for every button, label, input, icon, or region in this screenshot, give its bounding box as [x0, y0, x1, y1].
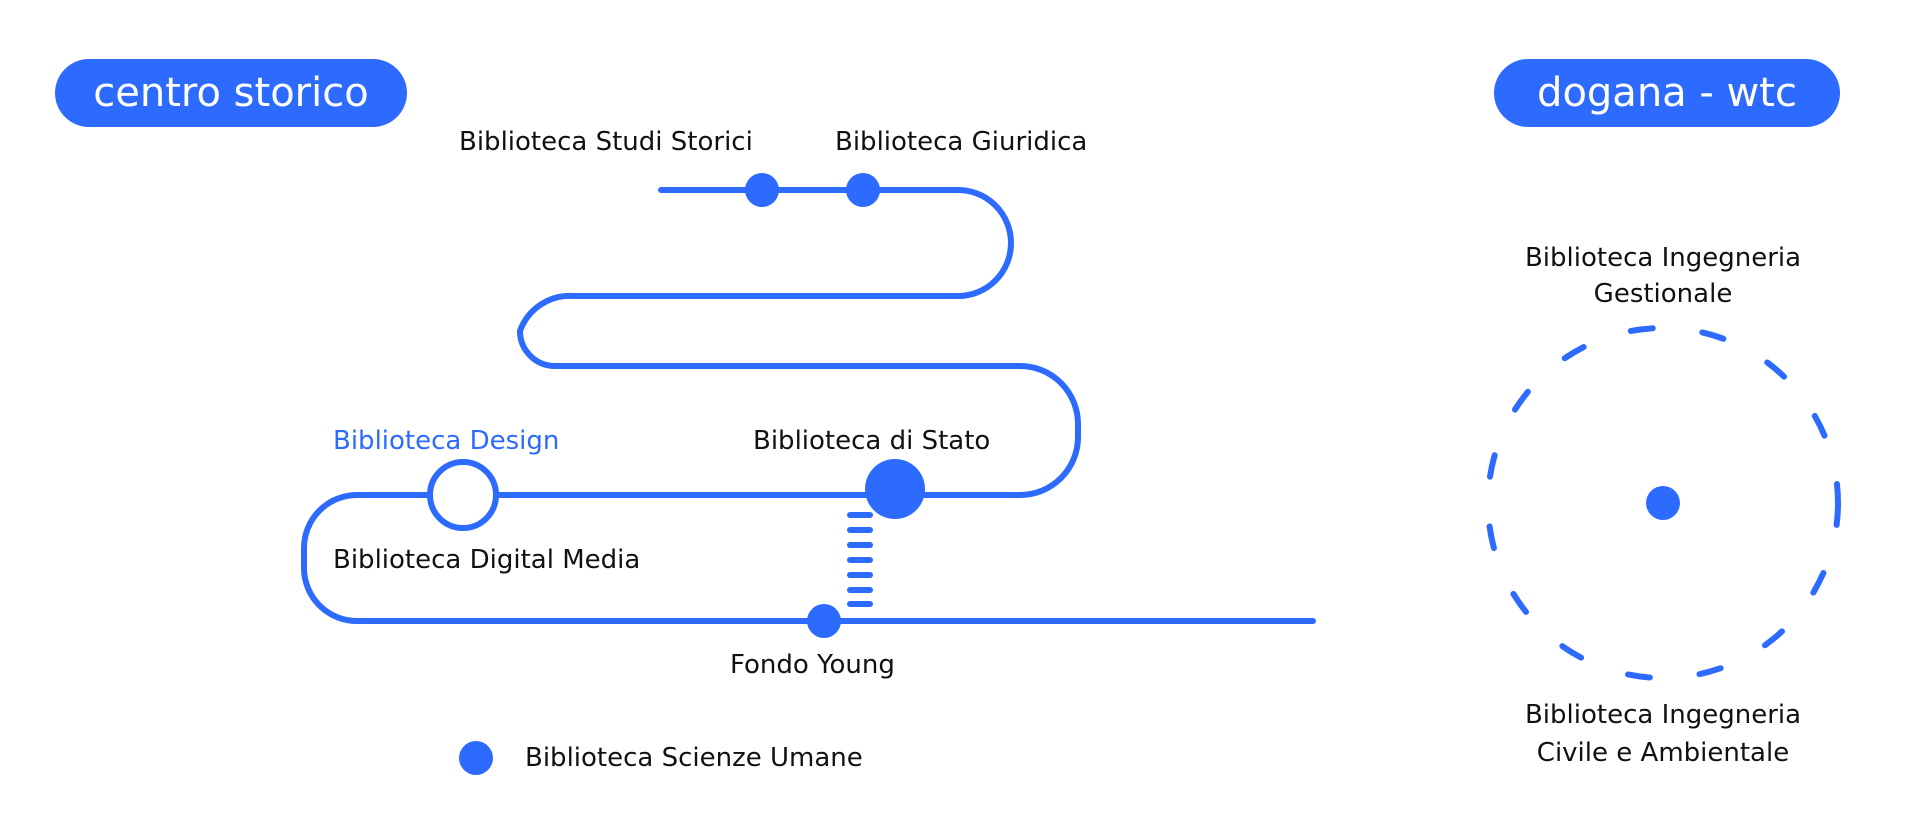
- station-dot-ingegneria[interactable]: [1646, 486, 1680, 520]
- legend-label-scienze-umane: Biblioteca Scienze Umane: [525, 743, 863, 773]
- label-fondo-young: Fondo Young: [730, 650, 895, 680]
- station-dot-stato[interactable]: [865, 459, 925, 519]
- label-giuridica: Biblioteca Giuridica: [835, 127, 1088, 157]
- label-ing-gestionale-line1: Biblioteca Ingegneria: [1524, 243, 1802, 273]
- transfer-connector: [847, 512, 873, 607]
- station-dot-giuridica[interactable]: [846, 173, 880, 207]
- label-digital-media: Biblioteca Digital Media: [333, 545, 641, 575]
- label-ing-civile-line2: Civile e Ambientale: [1536, 738, 1790, 768]
- area-badge-dogana-wtc: dogana - wtc: [1494, 59, 1840, 127]
- legend-dot-scienze-umane: [459, 741, 493, 775]
- label-ing-civile-line1: Biblioteca Ingegneria: [1524, 700, 1802, 730]
- area-label: dogana - wtc: [1537, 70, 1797, 116]
- label-ing-gestionale-line2: Gestionale: [1593, 279, 1733, 309]
- label-design: Biblioteca Design: [333, 426, 560, 456]
- route-line: [301, 187, 1316, 624]
- area-dashed-ring: [1485, 325, 1841, 681]
- station-dot-fondo-young[interactable]: [807, 604, 841, 638]
- station-ring-design[interactable]: [427, 459, 499, 531]
- area-badge-centro-storico: centro storico: [55, 59, 407, 127]
- station-dot-studi-storici[interactable]: [745, 173, 779, 207]
- area-label: centro storico: [93, 70, 369, 116]
- label-stato: Biblioteca di Stato: [753, 426, 991, 456]
- label-studi-storici: Biblioteca Studi Storici: [459, 127, 753, 157]
